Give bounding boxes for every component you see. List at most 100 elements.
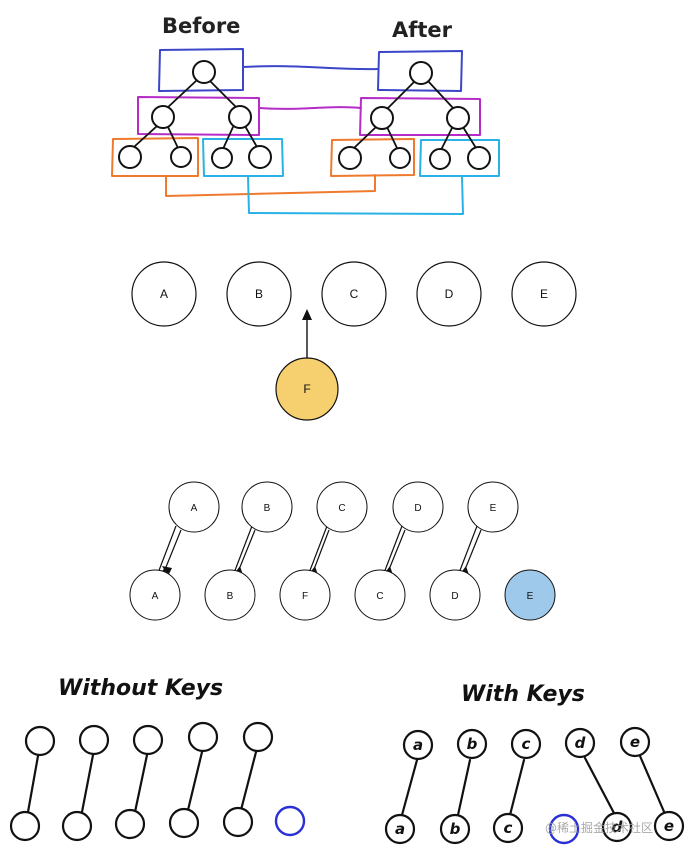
before-child-node bbox=[151, 105, 175, 129]
with-keys-created-node bbox=[548, 813, 580, 845]
before-leaf-node bbox=[211, 147, 233, 169]
before-tree bbox=[111, 48, 284, 177]
with-keys-old-node-e: e bbox=[630, 733, 640, 751]
without-keys-new-node bbox=[114, 808, 146, 840]
with-keys-diagram: a b c d e a b c d e bbox=[384, 726, 685, 845]
without-keys-old-node bbox=[187, 721, 219, 753]
after-leaf-node bbox=[467, 146, 491, 170]
node-a-label: A bbox=[160, 287, 168, 301]
node-f-label: F bbox=[303, 382, 310, 396]
level1-connector bbox=[242, 65, 379, 71]
with-keys-new-node-e: e bbox=[664, 817, 674, 835]
top-node-e: E bbox=[467, 481, 519, 533]
map-arrow bbox=[312, 529, 330, 573]
bottom-node-b: B bbox=[204, 569, 256, 621]
without-keys-old-node bbox=[242, 721, 274, 753]
with-keys-new-node-b: b bbox=[450, 820, 461, 838]
map-arrow bbox=[163, 529, 182, 573]
left-group-connector bbox=[165, 174, 376, 197]
node-b-label: B bbox=[255, 287, 263, 301]
level2-connector bbox=[258, 106, 362, 110]
node-b: B bbox=[226, 261, 292, 327]
node-c-label: C bbox=[350, 287, 359, 301]
node-d: D bbox=[416, 261, 482, 327]
node-c: C bbox=[321, 261, 387, 327]
top-node-b: B bbox=[241, 481, 293, 533]
map-arrow bbox=[387, 529, 406, 573]
bottom-node-d-label: D bbox=[451, 591, 458, 602]
after-child-node bbox=[370, 106, 394, 130]
bottom-node-f-label: F bbox=[302, 591, 308, 602]
before-leaf-node bbox=[118, 145, 142, 169]
without-keys-created-node bbox=[274, 805, 306, 837]
bottom-node-c: C bbox=[354, 569, 406, 621]
after-level2-box bbox=[359, 97, 481, 136]
after-level1-box bbox=[377, 50, 463, 92]
before-leaf-node bbox=[248, 145, 272, 169]
insert-node-section: A B C D E F bbox=[131, 261, 577, 421]
with-keys-old-node-d: d bbox=[575, 734, 586, 752]
before-leaf-node bbox=[170, 146, 192, 168]
with-keys-new-node-d: d bbox=[612, 818, 623, 836]
after-tree bbox=[330, 50, 500, 177]
without-keys-new-node bbox=[168, 807, 200, 839]
tree-diff-section: Before After bbox=[111, 14, 500, 215]
before-right-group-box bbox=[202, 138, 284, 177]
node-d-label: D bbox=[445, 287, 454, 301]
without-keys-new-node bbox=[222, 806, 254, 838]
after-leaf-node bbox=[429, 148, 451, 170]
top-node-a-label: A bbox=[191, 503, 198, 514]
node-f-inserted: F bbox=[275, 357, 339, 421]
before-label: Before bbox=[162, 14, 240, 38]
without-keys-diagram bbox=[9, 721, 306, 842]
without-keys-label: Without Keys bbox=[58, 676, 223, 701]
bottom-node-c-label: C bbox=[376, 591, 383, 602]
after-label: After bbox=[392, 18, 453, 42]
without-keys-new-node bbox=[9, 810, 41, 842]
with-keys-old-node-c: c bbox=[522, 735, 531, 753]
insert-arrow-head-icon bbox=[302, 309, 312, 320]
without-keys-new-node bbox=[61, 810, 93, 842]
bottom-node-a: A bbox=[129, 569, 181, 621]
node-e: E bbox=[511, 261, 577, 327]
before-level1-box bbox=[158, 48, 244, 92]
with-keys-new-node-c: c bbox=[504, 819, 513, 837]
after-root-node bbox=[409, 61, 433, 85]
bottom-node-e-new: E bbox=[504, 569, 556, 621]
node-e-label: E bbox=[540, 287, 548, 301]
bottom-node-b-label: B bbox=[227, 591, 234, 602]
after-leaf-node bbox=[389, 147, 411, 169]
mapping-section: A B C D E bbox=[129, 481, 556, 621]
keys-comparison-section: Without Keys bbox=[9, 676, 685, 845]
without-keys-old-node bbox=[132, 724, 164, 756]
bottom-node-a-label: A bbox=[152, 591, 159, 602]
bottom-node-f: F bbox=[279, 569, 331, 621]
top-node-e-label: E bbox=[490, 503, 497, 514]
top-node-c: C bbox=[316, 481, 368, 533]
node-a: A bbox=[131, 261, 197, 327]
before-left-group-box bbox=[111, 137, 199, 177]
bottom-node-d: D bbox=[429, 569, 481, 621]
map-arrow bbox=[237, 529, 256, 573]
after-child-node bbox=[446, 106, 470, 130]
without-keys-old-node bbox=[78, 724, 110, 756]
top-node-c-label: C bbox=[338, 503, 345, 514]
top-node-d: D bbox=[392, 481, 444, 533]
top-node-d-label: D bbox=[414, 503, 421, 514]
with-keys-new-node-a: a bbox=[395, 820, 405, 838]
with-keys-old-node-a: a bbox=[413, 736, 423, 754]
before-level2-box bbox=[137, 96, 260, 136]
without-keys-old-node bbox=[24, 725, 56, 757]
top-node-b-label: B bbox=[264, 503, 271, 514]
watermark: @稀土掘金技术社区 bbox=[545, 820, 653, 835]
before-child-node bbox=[228, 105, 252, 129]
bottom-node-e-label: E bbox=[527, 591, 534, 602]
before-root-node bbox=[192, 60, 216, 84]
after-left-group-box bbox=[330, 138, 415, 177]
after-right-group-box bbox=[419, 139, 500, 177]
with-keys-label: With Keys bbox=[461, 682, 585, 707]
after-leaf-node bbox=[338, 146, 362, 170]
map-arrow bbox=[463, 529, 482, 573]
top-node-a: A bbox=[168, 481, 220, 533]
